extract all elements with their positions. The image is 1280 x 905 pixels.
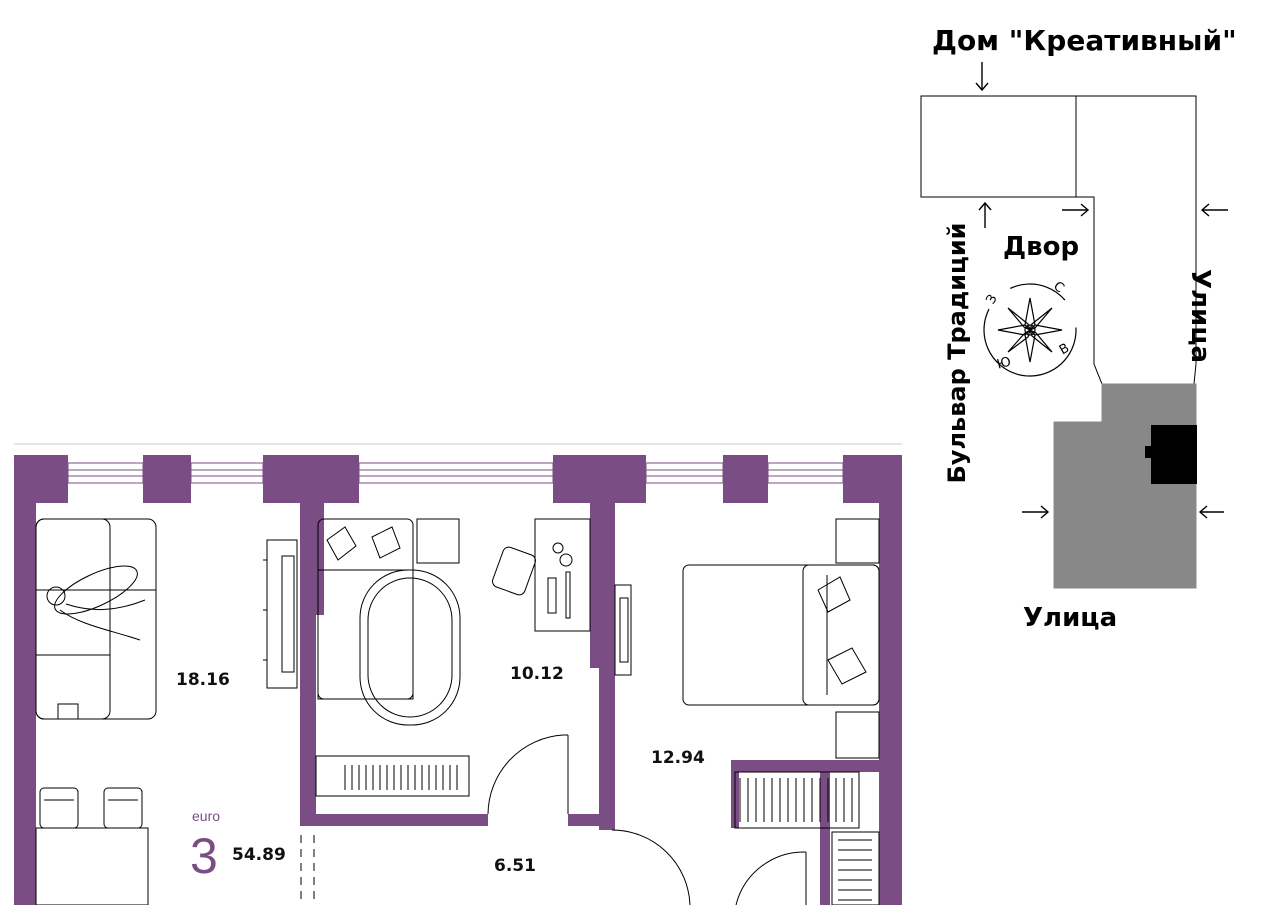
floor-plan: [14, 443, 902, 905]
dining-table: [35, 787, 149, 905]
current-building: [1053, 383, 1197, 589]
door: [487, 734, 807, 905]
room-area-hall: 6.51: [494, 856, 536, 876]
entrance-arrow-icon: [1198, 505, 1224, 519]
room-area-bedroom-middle: 10.12: [510, 664, 564, 684]
person-icon: [46, 565, 146, 641]
compass-rose-icon: [983, 283, 1077, 377]
site-plan: [920, 62, 1228, 589]
rooms-count: 3: [190, 828, 218, 884]
radiator: [315, 755, 880, 905]
nightstand: [835, 518, 880, 564]
tv-stand: [614, 584, 632, 676]
layout-type-label: euro: [192, 808, 221, 824]
furniture: [35, 518, 880, 905]
exterior-wall: [14, 455, 902, 905]
courtyard-building: [1075, 95, 1197, 385]
room-area-living: 18.16: [176, 670, 230, 690]
neighbor-building: [920, 95, 1077, 198]
boulevard-label: Бульвар Традиций: [943, 222, 971, 484]
street-label-right: Улица: [1185, 268, 1215, 364]
entrance-arrow-icon: [1200, 203, 1228, 217]
double-bed: [682, 564, 880, 706]
apartment-marker: [1145, 425, 1197, 484]
window: [67, 462, 844, 484]
nightstand: [835, 711, 880, 759]
house-title: Дом "Креативный": [932, 24, 1237, 57]
nightstand: [416, 518, 460, 564]
entrance-arrow-icon: [1022, 505, 1050, 519]
total-area: 54.89: [232, 845, 286, 865]
yard-label: Двор: [1003, 232, 1080, 262]
street-label-bottom: Улица: [1023, 603, 1118, 633]
sofa: [35, 518, 157, 720]
sofa-bed: [317, 518, 461, 726]
entrance-arrow-icon: [1062, 203, 1090, 217]
room-area-bedroom-right: 12.94: [651, 748, 705, 768]
entrance-arrow-icon: [975, 62, 989, 92]
entrance-arrow-icon: [978, 201, 992, 228]
desk: [492, 518, 591, 632]
tv-stand: [263, 539, 298, 689]
